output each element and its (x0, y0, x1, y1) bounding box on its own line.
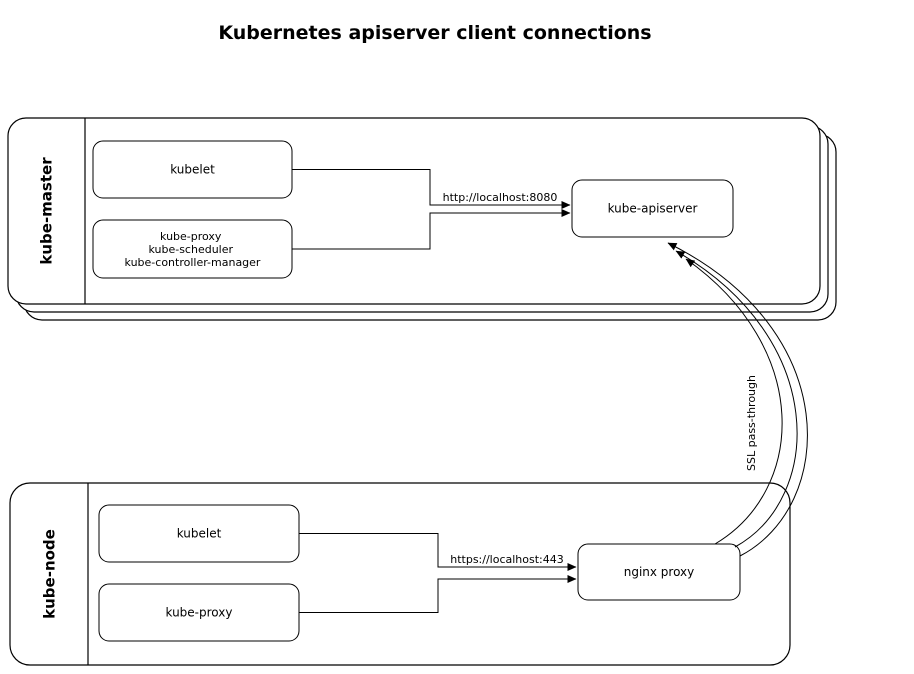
kube-master-group-label: kube-master (37, 157, 55, 265)
kube-master-group: kube-master kubelet kube-proxy kube-sche… (7, 117, 837, 321)
node-kubelet-label: kubelet (177, 527, 222, 541)
node-kube-proxy-label: kube-proxy (166, 606, 233, 620)
edge-ssl-2 (675, 250, 798, 548)
edge-label-http-localhost-8080: http://localhost:8080 (443, 191, 558, 204)
edge-ssl-1 (667, 242, 808, 557)
edge-ssl-3 (685, 258, 783, 545)
kube-apiserver-box (571, 179, 734, 238)
master-kubelet-label: kubelet (170, 163, 215, 177)
nginx-proxy-box (577, 543, 741, 601)
kube-node-group-label: kube-node (40, 529, 58, 619)
kube-apiserver-label: kube-apiserver (608, 202, 698, 216)
edge-node-proxy-to-nginx (299, 575, 577, 613)
master-proxy-line: kube-proxy (160, 230, 222, 243)
edge-label-ssl-pass-through: SSL pass-through (745, 375, 758, 471)
master-controller-manager-line: kube-controller-manager (125, 256, 261, 269)
ssl-pass-through-edges: SSL pass-through (667, 242, 808, 557)
kube-node-group: kube-node kubelet kube-proxy nginx proxy… (9, 482, 791, 666)
edge-master-kubelet-to-apiserver (292, 169, 571, 209)
edge-master-proxy-to-apiserver (292, 209, 571, 250)
master-proxy-stack-label: kube-proxy kube-scheduler kube-controlle… (125, 230, 261, 269)
master-scheduler-line: kube-scheduler (148, 243, 233, 256)
edge-label-https-localhost-443: https://localhost:443 (450, 553, 564, 566)
edge-node-kubelet-to-nginx (299, 533, 577, 571)
diagram-title: Kubernetes apiserver client connections (218, 22, 651, 44)
nginx-proxy-label: nginx proxy (624, 565, 695, 579)
